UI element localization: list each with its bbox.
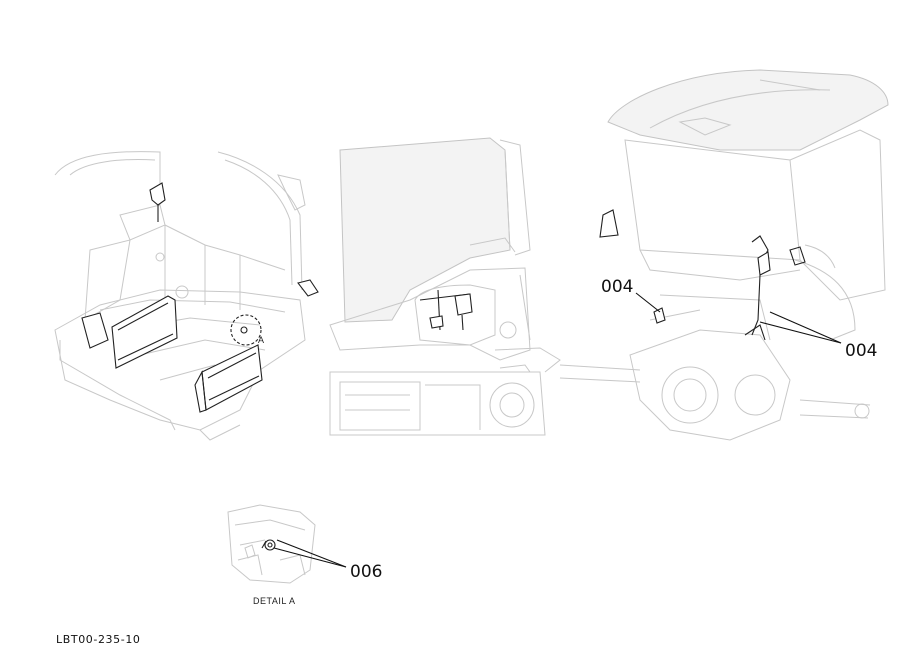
- drawing-id: LBT00-235-10: [56, 633, 141, 646]
- left-view-cab-floor: A: [54, 151, 319, 441]
- callout-004-upper: 004: [601, 277, 633, 297]
- right-view-cab-rear: [559, 69, 889, 441]
- callout-004-lower: 004: [845, 341, 877, 361]
- detail-a-inset: [227, 504, 316, 584]
- detail-marker-a: A: [258, 335, 265, 345]
- callout-006: 006: [350, 562, 382, 582]
- detail-caption: DETAIL A: [253, 596, 296, 606]
- middle-view-cab-side: [329, 137, 561, 436]
- leader-lines: [273, 292, 842, 568]
